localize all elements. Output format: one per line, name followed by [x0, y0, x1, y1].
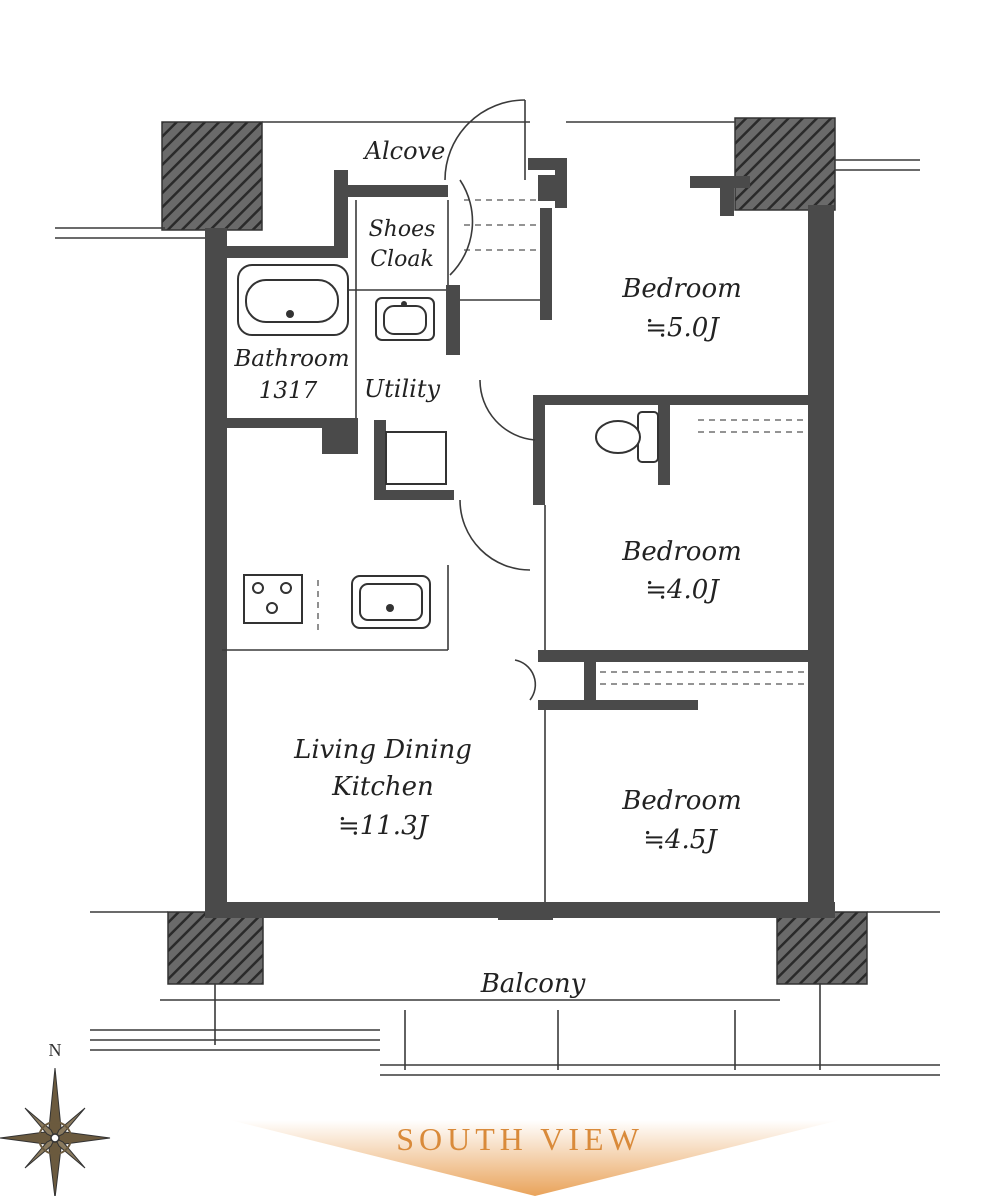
- alcove-label: Alcove: [363, 137, 446, 165]
- washbasin: [375, 297, 435, 341]
- shoes-cloak-label-line2: Cloak: [370, 247, 434, 272]
- stove: [243, 574, 303, 624]
- bedroom-north-label: Bedroom: [621, 274, 742, 304]
- shoes-cloak-label-line1: Shoes: [369, 217, 436, 242]
- interior-partitions: [222, 199, 808, 902]
- bedroom-middle-size: ≒4.0J: [645, 575, 720, 605]
- compass-north-label: N: [49, 1040, 62, 1060]
- south-view-label: SOUTH VIEW: [396, 1121, 644, 1157]
- exterior-lines: [55, 121, 940, 1076]
- doors: [444, 99, 537, 701]
- compass-icon: [0, 1067, 111, 1196]
- ldk-label-line2: Kitchen: [331, 772, 434, 802]
- ldk-size: ≒11.3J: [338, 811, 430, 841]
- bedroom-south-label: Bedroom: [621, 786, 742, 816]
- bathroom-label-line2: 1317: [259, 378, 318, 404]
- balcony-label: Balcony: [480, 969, 586, 999]
- washing-machine-space: [385, 431, 447, 485]
- bathtub: [237, 264, 349, 336]
- toilet: [595, 411, 659, 463]
- room-labels: Alcove Shoes Cloak Bathroom 1317 Utility…: [233, 137, 741, 999]
- bedroom-south-size: ≒4.5J: [643, 825, 718, 855]
- south-view-arrow: [230, 1120, 840, 1196]
- bedroom-north-size: ≒5.0J: [645, 313, 720, 343]
- utility-label: Utility: [364, 375, 441, 403]
- exterior-walls: [205, 158, 835, 918]
- interior-walls: [222, 208, 808, 920]
- fixtures: [237, 264, 659, 629]
- bedroom-middle-label: Bedroom: [621, 537, 742, 567]
- bathroom-label-line1: Bathroom: [233, 346, 349, 372]
- ldk-label-line1: Living Dining: [293, 735, 472, 765]
- kitchen-sink: [351, 575, 431, 629]
